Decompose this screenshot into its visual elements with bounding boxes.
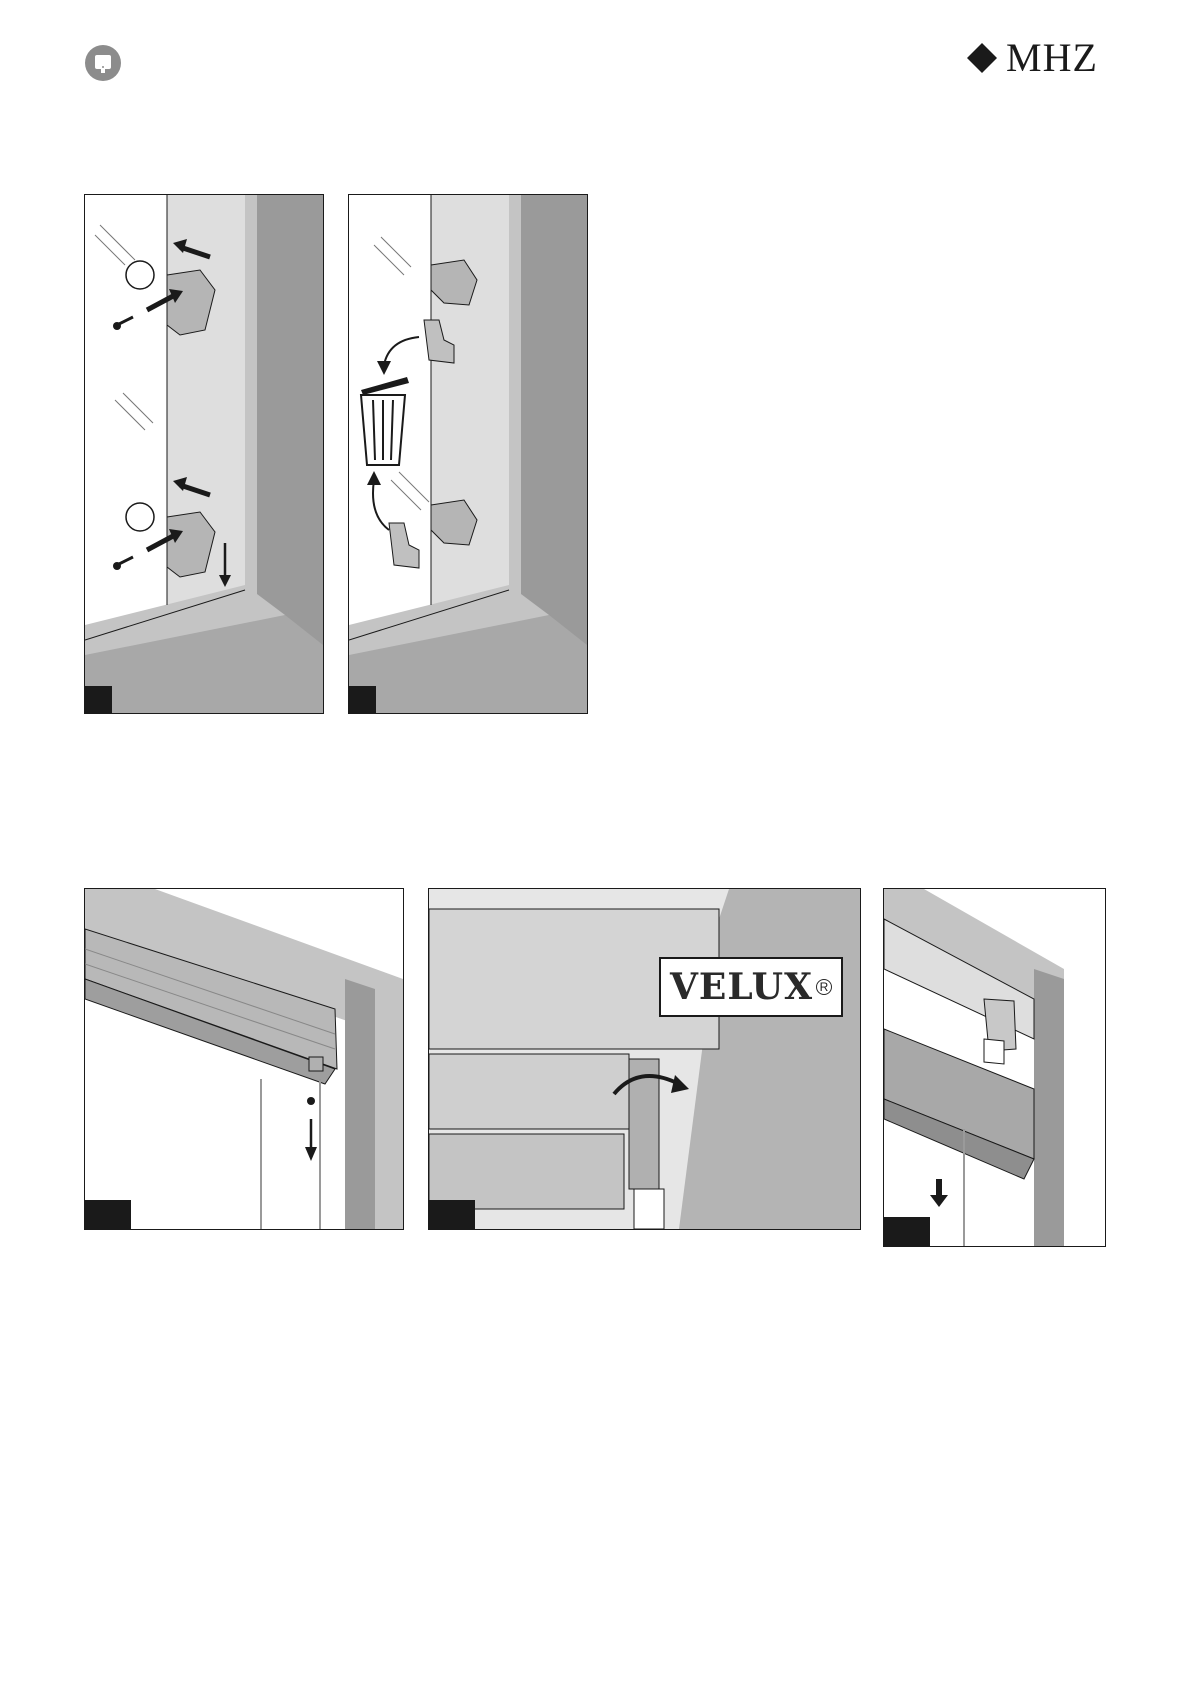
trash-bin-icon — [361, 377, 409, 465]
step-badge — [85, 686, 112, 713]
diamond-icon — [966, 42, 998, 74]
step-2-figure — [348, 194, 588, 714]
velux-brand-label: VELUX R — [659, 957, 843, 1017]
step-badge — [85, 1200, 131, 1229]
brand-name: MHZ — [1006, 38, 1098, 78]
step-1-figure — [84, 194, 324, 714]
step-5-figure — [883, 888, 1106, 1247]
brand-logo: MHZ — [966, 38, 1098, 78]
step-badge — [349, 686, 376, 713]
step-3-figure — [84, 888, 404, 1230]
step-badge — [429, 1200, 475, 1229]
velux-text: VELUX — [670, 966, 813, 1008]
step-4-figure: VELUX R — [428, 888, 861, 1230]
step-badge — [884, 1217, 930, 1246]
registered-mark: R — [816, 979, 832, 995]
info-screen-icon — [85, 45, 121, 81]
